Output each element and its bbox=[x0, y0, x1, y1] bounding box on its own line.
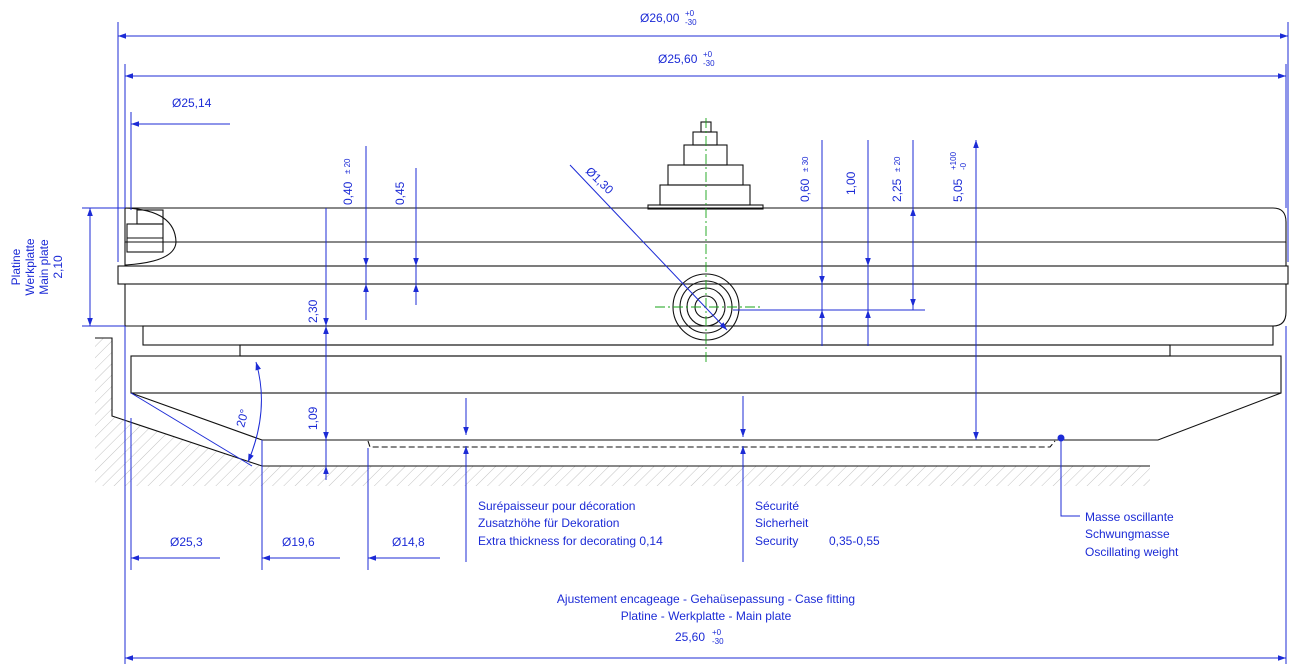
dim-case-fitting: Ajustement encageage - Gehaüsepassung - … bbox=[124, 326, 1287, 664]
dim-d2600-sub: -30 bbox=[685, 18, 697, 27]
side-label-line1: Platine bbox=[9, 248, 23, 285]
dim-d253: Ø25,3 bbox=[130, 418, 220, 570]
movement-outline bbox=[117, 207, 1289, 448]
dim-d2600-label: Ø26,00 bbox=[640, 11, 680, 25]
dim-d2560-label: Ø25,60 bbox=[658, 52, 698, 66]
note-security-line3: Security bbox=[755, 534, 798, 548]
dim-t109-label: 1,09 bbox=[306, 406, 320, 430]
note-decoration-line3: Extra thickness for decorating 0,14 bbox=[478, 534, 663, 548]
dim-d253-label: Ø25,3 bbox=[170, 535, 203, 549]
note-security-line1: Sécurité bbox=[755, 499, 799, 513]
dim-t040-label: 0,40 bbox=[341, 181, 355, 205]
dim-d2560: Ø25,60 +0 -30 bbox=[124, 50, 1287, 208]
dim-d2560-sup: +0 bbox=[703, 50, 713, 59]
case-hatching bbox=[95, 337, 1150, 486]
fitting-line1: Ajustement encageage - Gehaüsepassung - … bbox=[557, 592, 855, 606]
plate-lower-layer bbox=[124, 284, 1287, 327]
dial-side-layer bbox=[142, 325, 1274, 346]
note-decoration-line2: Zusatzhöhe für Dekoration bbox=[478, 516, 619, 530]
dim-t230-label: 2,30 bbox=[306, 299, 320, 323]
dim-d2600-sup: +0 bbox=[685, 9, 695, 18]
side-label-main-plate: Platine Werkplatte Main plate 2,10 bbox=[9, 207, 125, 327]
top-bridge-layer bbox=[124, 207, 1287, 243]
note-security-line2: Sicherheit bbox=[755, 516, 809, 530]
dim-d2560-sub: -30 bbox=[703, 59, 715, 68]
dim-t505: 5,05 +100 -0 bbox=[949, 140, 979, 440]
dim-d148: Ø14,8 bbox=[367, 448, 440, 570]
oscillating-weight-profile bbox=[130, 392, 1282, 441]
dim-t109: 1,09 bbox=[306, 406, 329, 480]
dim-t060-tol: ± 30 bbox=[801, 156, 810, 172]
fitting-sub: -30 bbox=[712, 637, 724, 646]
fitting-value: 25,60 bbox=[675, 630, 705, 644]
main-plate-band bbox=[117, 265, 1289, 285]
crown-stem bbox=[647, 118, 764, 365]
dim-t100-label: 1,00 bbox=[844, 171, 858, 195]
dim-t225-tol: ± 20 bbox=[893, 156, 902, 172]
dim-angle: 20° bbox=[130, 361, 262, 467]
note-weight-line3: Oscillating weight bbox=[1085, 545, 1179, 559]
side-label-line2: Werkplatte bbox=[23, 238, 37, 295]
note-security: Sécurité Sicherheit Security 0,35-0,55 bbox=[740, 396, 880, 562]
dim-t100: 1,00 bbox=[844, 140, 871, 346]
dim-d2514-label: Ø25,14 bbox=[172, 96, 212, 110]
dim-t225-label: 2,25 bbox=[890, 178, 904, 202]
dim-d2514: Ø25,14 bbox=[130, 96, 230, 210]
dim-t225: 2,25 ± 20 bbox=[733, 140, 925, 311]
dim-t505-sup: +100 bbox=[949, 151, 958, 170]
note-weight-line2: Schwungmasse bbox=[1085, 527, 1170, 541]
fitting-sup: +0 bbox=[712, 628, 722, 637]
dim-t045-label: 0,45 bbox=[393, 181, 407, 205]
note-weight-line1: Masse oscillante bbox=[1085, 510, 1174, 524]
dim-d130-label: Ø1,30 bbox=[583, 164, 616, 197]
dim-d2600: Ø26,00 +0 -30 bbox=[117, 9, 1289, 262]
note-weight: Masse oscillante Schwungmasse Oscillatin… bbox=[1057, 434, 1179, 559]
dim-t040: 0,40 ± 20 bbox=[341, 146, 369, 320]
dim-angle-label: 20° bbox=[233, 407, 251, 428]
dim-t040-tol: ± 20 bbox=[343, 158, 352, 174]
dim-d196: Ø19,6 bbox=[261, 440, 340, 570]
side-label-line3: Main plate bbox=[37, 239, 51, 295]
dim-d196-label: Ø19,6 bbox=[282, 535, 315, 549]
fitting-line2: Platine - Werkplatte - Main plate bbox=[621, 609, 792, 623]
dim-t505-label: 5,05 bbox=[951, 178, 965, 202]
dim-t060-label: 0,60 bbox=[798, 178, 812, 202]
note-security-value: 0,35-0,55 bbox=[829, 534, 880, 548]
side-label-line4: 2,10 bbox=[51, 255, 65, 279]
note-decoration: Surépaisseur pour décoration Zusatzhöhe … bbox=[463, 398, 663, 562]
note-decoration-line1: Surépaisseur pour décoration bbox=[478, 499, 635, 513]
dim-d148-label: Ø14,8 bbox=[392, 535, 425, 549]
dim-t060: 0,60 ± 30 bbox=[798, 140, 825, 346]
dim-t045: 0,45 bbox=[393, 168, 419, 305]
dim-d130: Ø1,30 bbox=[569, 164, 728, 331]
dim-t505-sub: -0 bbox=[959, 162, 968, 170]
svg-text:Ø26,00: Ø26,00 bbox=[640, 11, 680, 25]
